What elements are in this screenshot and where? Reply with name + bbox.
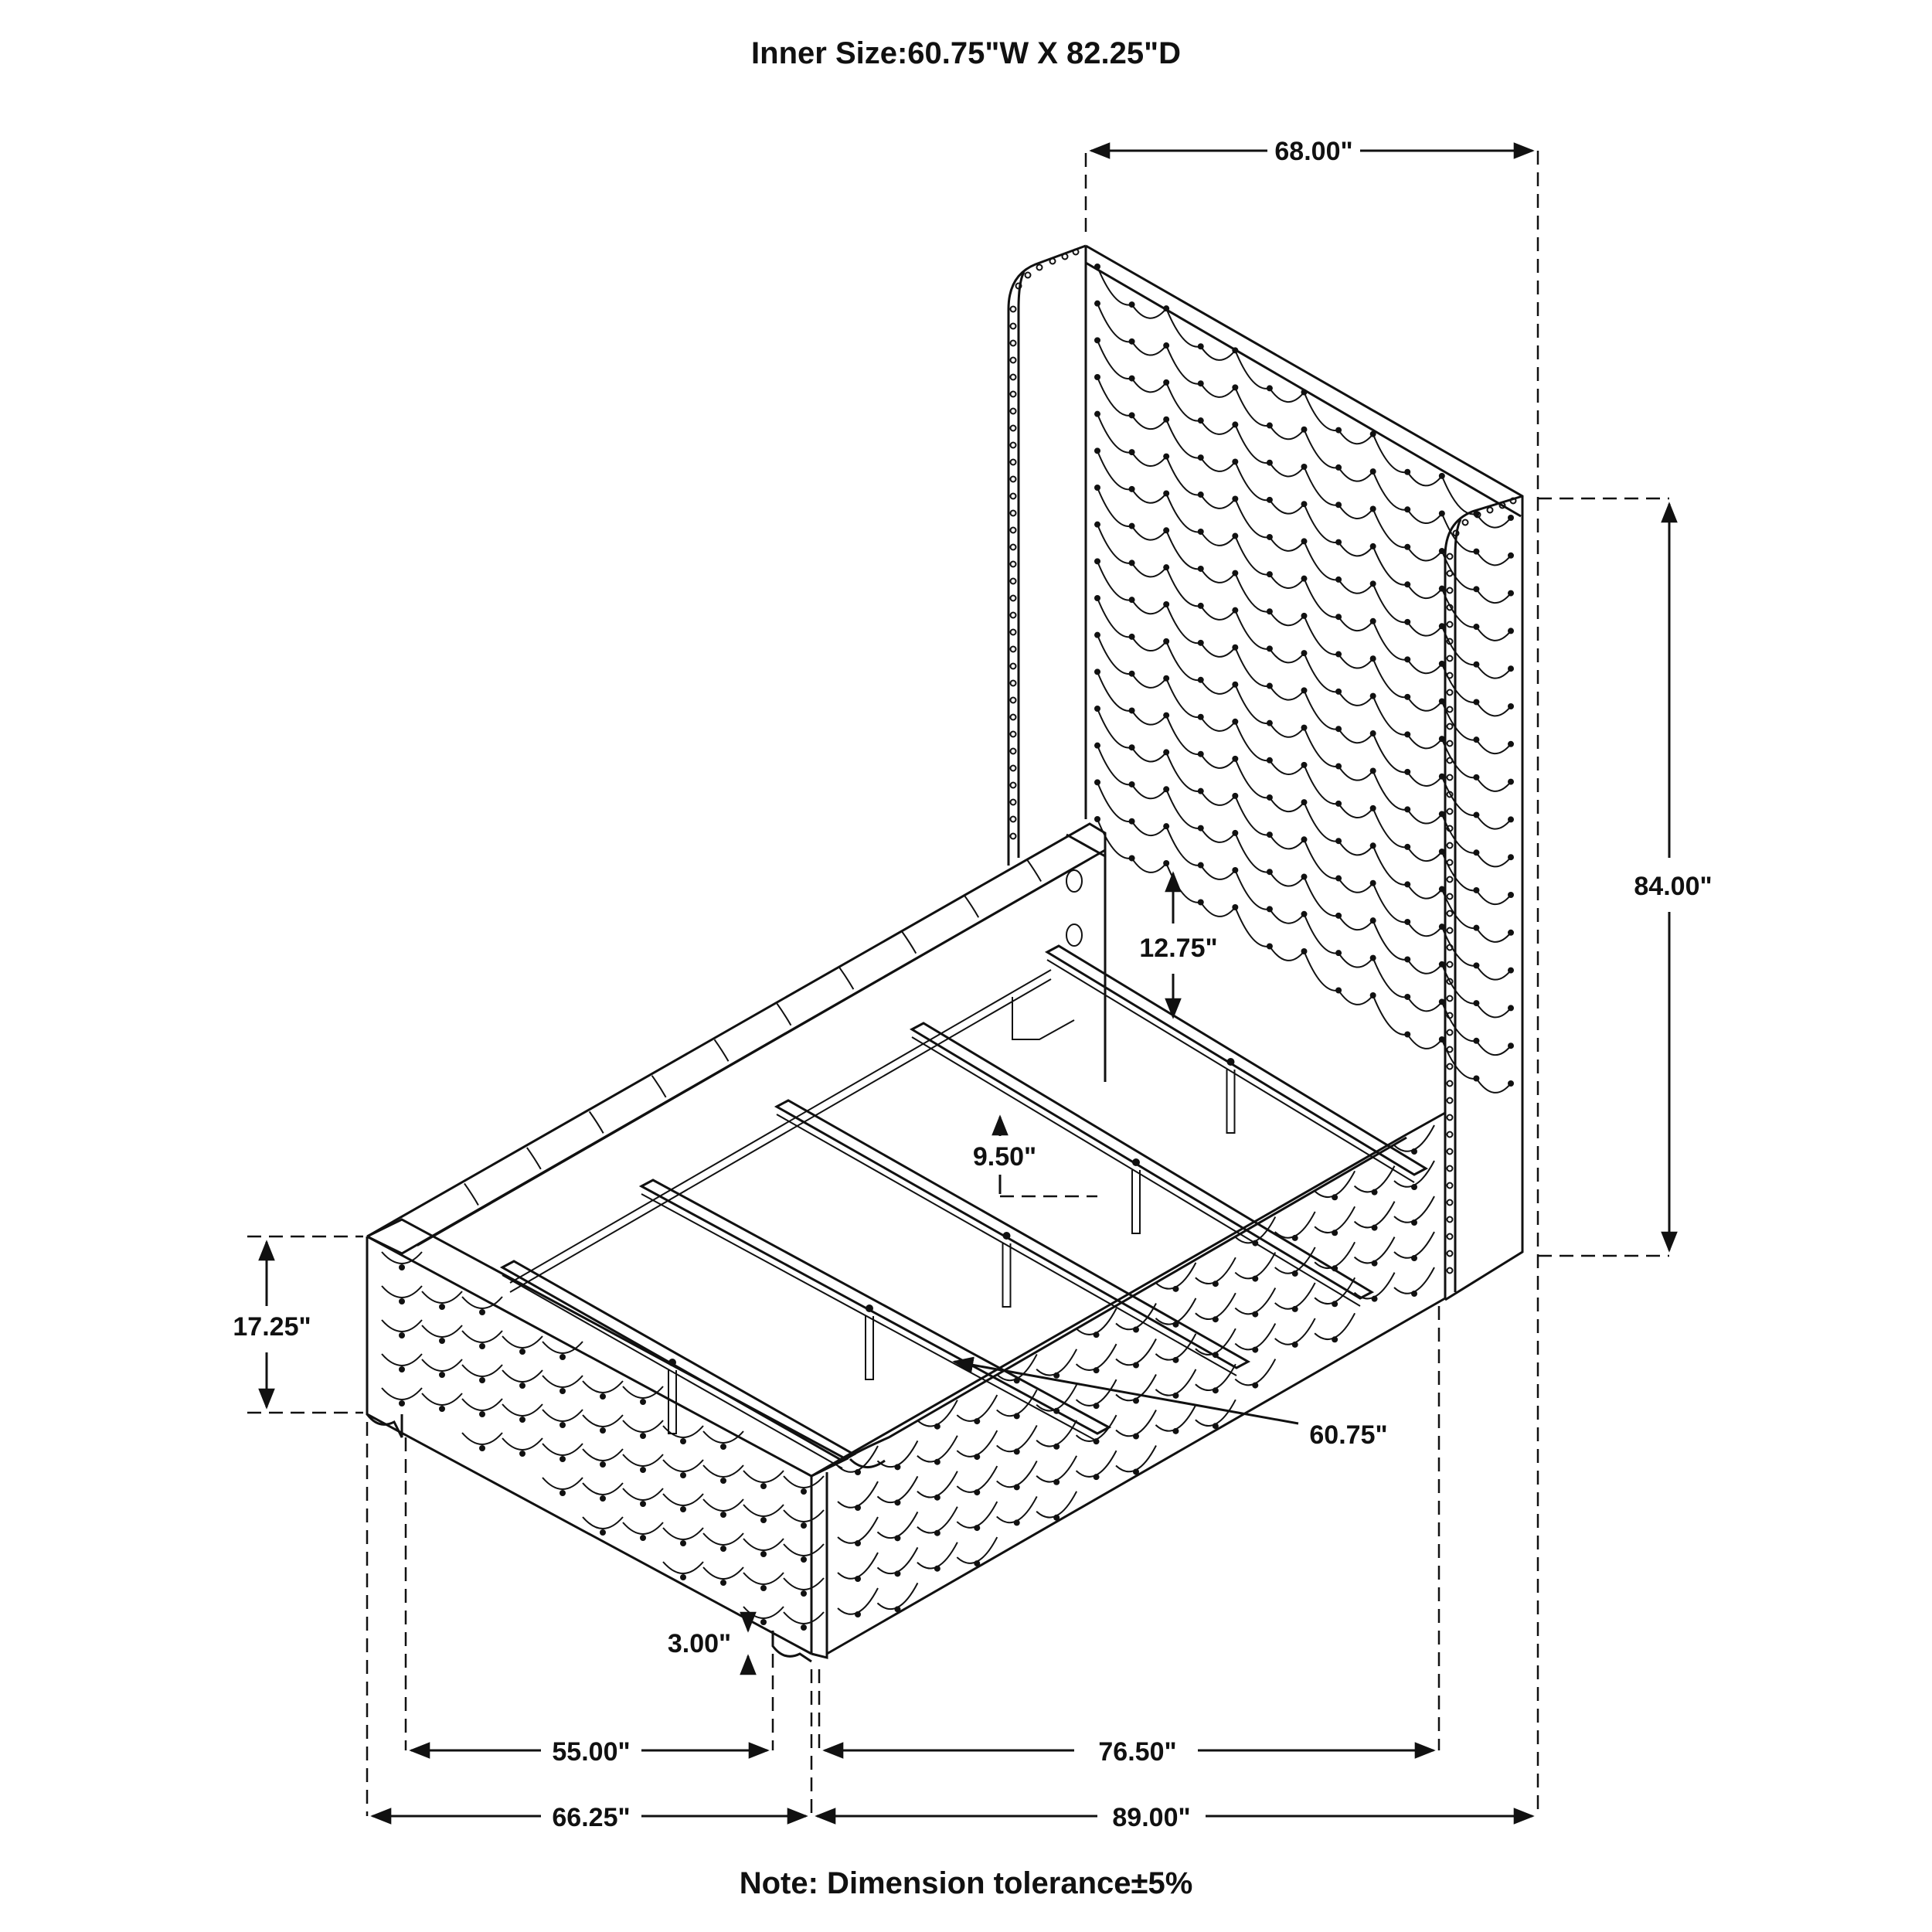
dim-leg-height: 3.00" [668,1629,731,1658]
dim-under-clearance: 12.75" [1139,934,1217,963]
dim-inner-footboard-width: 55.00" [552,1737,630,1767]
headboard-tufting [1094,264,1514,1094]
dim-headboard-width: 68.00" [1274,137,1352,166]
dim-headboard-height: 84.00" [1634,872,1712,901]
page-title: Inner Size:60.75"W X 82.25"D [751,36,1181,70]
dim-rail-height: 17.25" [233,1312,311,1342]
bed-frame [366,822,1446,1663]
dim-inner-width: 60.75" [1309,1420,1387,1450]
tolerance-note: Note: Dimension tolerance±5% [740,1866,1193,1900]
headboard [1007,244,1524,1301]
dim-inner-side-length: 76.50" [1098,1737,1176,1767]
dim-overall-width: 66.25" [552,1803,630,1832]
right-rail-tufting [837,1124,1435,1617]
dim-overall-length: 89.00" [1112,1803,1190,1832]
dim-slat-leg-height: 9.50" [973,1142,1036,1172]
dimension-lines [247,142,1678,1825]
footboard-tufting [381,1251,825,1631]
nailhead-trim-right [1446,497,1517,1274]
left-rail-channels [464,859,1042,1206]
slats [499,944,1429,1469]
nailhead-trim-left [1009,248,1080,840]
